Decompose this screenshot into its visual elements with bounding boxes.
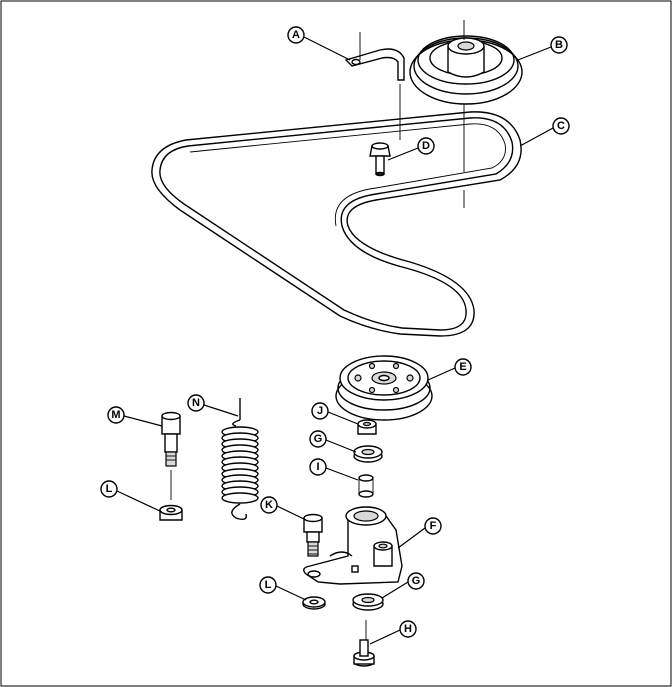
part-idler-pulley: [335, 355, 433, 421]
callout-d-label: D: [422, 140, 430, 152]
callout-k-label: K: [265, 499, 273, 511]
callout-j: J: [311, 402, 329, 420]
callout-a: A: [287, 26, 305, 44]
callout-d: D: [417, 137, 435, 155]
callout-f: F: [424, 517, 442, 535]
callout-g-lower-label: G: [412, 575, 421, 587]
callout-l-upper: L: [100, 480, 118, 498]
part-v-belt: [151, 111, 522, 337]
part-shoulder-bolt-k: [303, 513, 323, 557]
part-spring-n: [221, 398, 259, 521]
callout-n-label: N: [192, 397, 200, 409]
callout-l-lower-label: L: [265, 579, 272, 591]
callout-i-label: I: [316, 461, 319, 473]
leader-lines: [116, 36, 554, 645]
part-lock-washer-l-lower: [302, 596, 326, 610]
callout-l-lower: L: [259, 576, 277, 594]
callout-k: K: [260, 496, 278, 514]
part-lock-nut-l-upper: [159, 504, 183, 521]
callout-i: I: [309, 458, 327, 476]
callout-l-upper-label: L: [106, 483, 113, 495]
callout-b-label: B: [555, 39, 563, 51]
part-bearing-g-upper: [353, 445, 383, 463]
callout-j-label: J: [317, 405, 323, 417]
callout-g-upper-label: G: [314, 433, 323, 445]
part-idler-arm: [303, 506, 403, 585]
callout-n: N: [187, 394, 205, 412]
callout-a-label: A: [292, 29, 300, 41]
callout-e-label: E: [459, 361, 466, 373]
callout-e: E: [454, 358, 472, 376]
part-spacer-i: [358, 474, 374, 498]
callout-h: H: [399, 620, 417, 638]
callout-h-label: H: [404, 623, 412, 635]
callout-f-label: F: [430, 520, 437, 532]
callout-m: M: [107, 406, 125, 424]
callout-c-label: C: [557, 120, 565, 132]
callout-g-upper: G: [309, 430, 327, 448]
part-bearing-g-lower: [352, 593, 384, 611]
part-stud-bolt-m: [161, 411, 181, 500]
part-nut-j: [357, 419, 377, 435]
callout-g-lower: G: [407, 572, 425, 590]
part-bolt-d: [369, 142, 391, 177]
callout-m-label: M: [111, 409, 120, 421]
part-bolt-h: [353, 620, 375, 667]
callout-b: B: [550, 36, 568, 54]
part-drive-pulley: [409, 20, 523, 208]
callout-c: C: [552, 117, 570, 135]
